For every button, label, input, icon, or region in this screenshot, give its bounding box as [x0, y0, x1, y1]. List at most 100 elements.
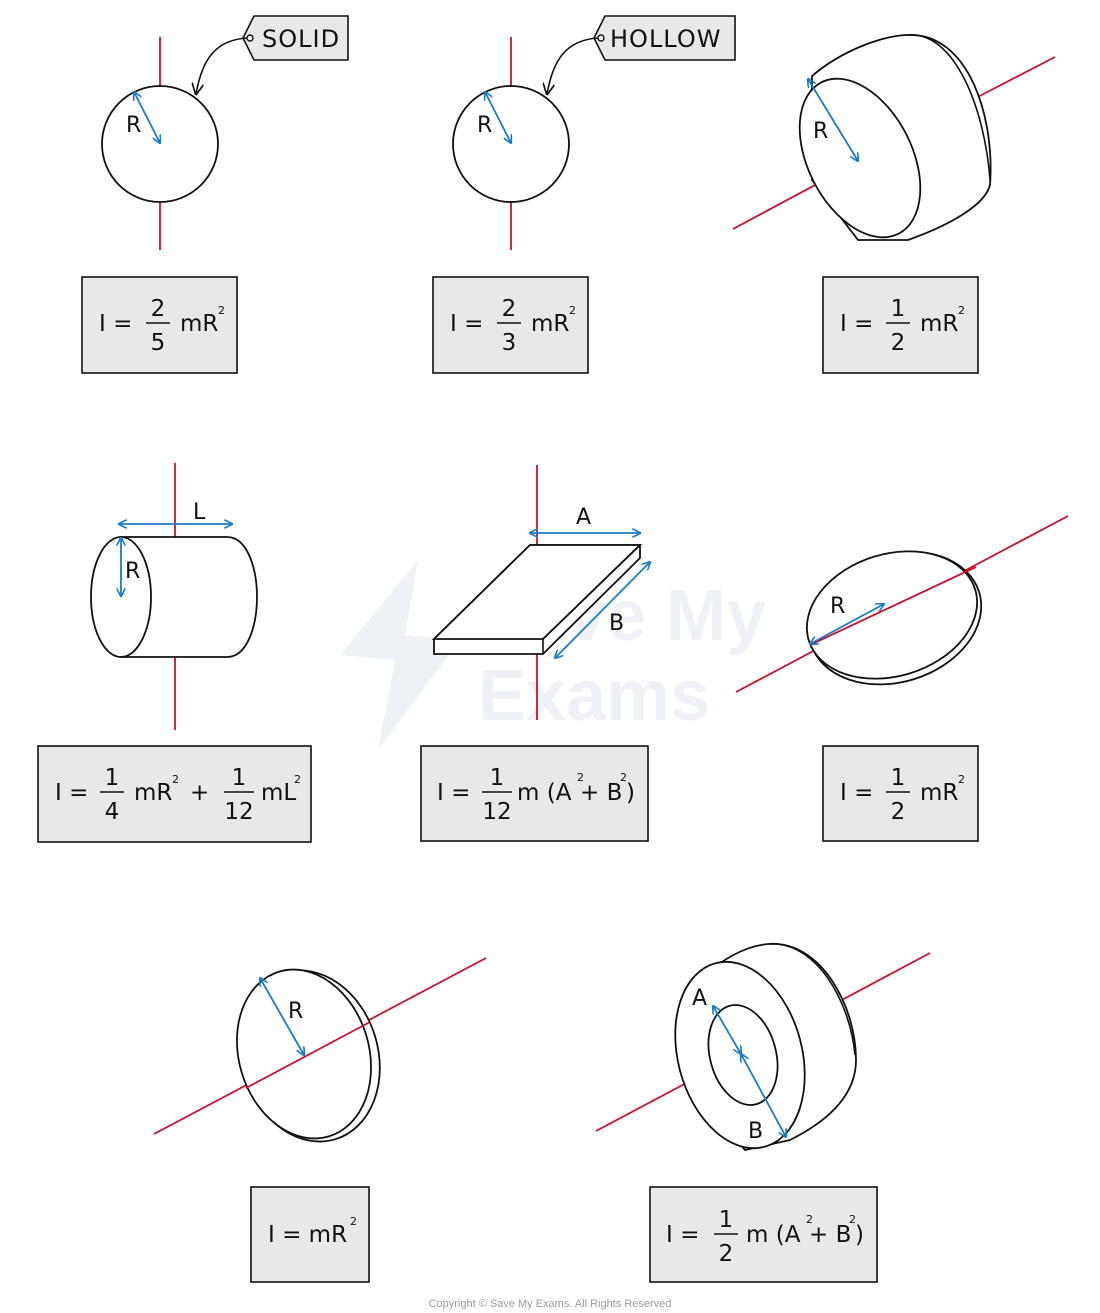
inner-radius-arrow: [713, 1006, 741, 1054]
hoop-figure: R: [153, 957, 487, 1143]
tag-hole-icon: [597, 34, 605, 42]
equation-term2: mL: [261, 780, 296, 806]
tag-pointer-arrow: [547, 37, 599, 94]
exponent: 2: [350, 1215, 357, 1228]
equation-tail-b: + B: [580, 780, 622, 806]
cylinder-end-face: [90, 536, 152, 658]
radius-label: R: [125, 559, 140, 584]
outer-radius-arrow: [741, 1054, 786, 1137]
tag-pointer-arrow: [196, 37, 248, 94]
equation-lhs: I =: [450, 311, 483, 337]
equation-box-thin-disc: I = 1 2 mR 2: [822, 745, 979, 842]
fraction-numerator: 1: [232, 765, 247, 791]
side-b-label: B: [609, 611, 624, 636]
equation-lhs: I =: [840, 311, 873, 337]
equation-tail-b: + B: [809, 1222, 851, 1248]
fraction-numerator: 2: [502, 296, 517, 322]
tag-hole-icon: [246, 34, 254, 42]
equation-box-annular-cylinder: I = 1 2 m (A 2 + B 2 ): [649, 1186, 878, 1283]
fraction-numerator: 1: [105, 765, 120, 791]
outer-radius-label: B: [748, 1119, 763, 1144]
inner-radius-label: A: [692, 986, 707, 1011]
solid-tag: [242, 15, 349, 61]
radius-label: R: [126, 113, 141, 138]
fraction-numerator: 1: [490, 765, 505, 791]
equation-tail-a: m (A: [746, 1222, 801, 1248]
exponent: 2: [958, 773, 965, 786]
radius-arrow: [810, 604, 884, 644]
cylinder-back-edge: [906, 34, 991, 181]
fraction-numerator: 1: [891, 765, 906, 791]
copyright-notice: Copyright © Save My Exams. All Rights Re…: [429, 1298, 672, 1310]
plus-sign: +: [190, 780, 209, 806]
fraction-denominator: 5: [151, 330, 166, 356]
equation-box-hoop: I = mR 2: [250, 1186, 370, 1283]
equation-lhs: I =: [437, 780, 470, 806]
radius-arrow: [260, 978, 304, 1055]
rotation-axis-through: [245, 1021, 371, 1089]
equation-lhs: I =: [840, 780, 873, 806]
radius-label: R: [477, 113, 492, 138]
cylinder-body: [120, 536, 258, 658]
disc-face: [806, 550, 978, 680]
equation-lhs: I =: [99, 311, 132, 337]
closing-paren: ): [626, 780, 635, 806]
fraction-denominator: 12: [482, 799, 511, 825]
solid-sphere-figure: R SOLID: [101, 15, 349, 250]
radius-label: R: [830, 594, 845, 619]
equation-box-solid-cylinder: I = 1 2 mR 2: [822, 276, 979, 374]
equation-lhs: I =: [55, 780, 88, 806]
exponent: 2: [218, 304, 225, 317]
fraction-denominator: 2: [891, 799, 906, 825]
equation-lhs: I = mR: [268, 1222, 347, 1248]
equation-tail: mR: [920, 780, 958, 806]
solid-tag-label: SOLID: [262, 25, 340, 53]
radius-label: R: [813, 119, 828, 144]
fraction-denominator: 2: [719, 1241, 734, 1267]
annular-cylinder-figure: A B: [595, 943, 931, 1151]
equation-tail-a: m (A: [517, 780, 572, 806]
equation-box-hollow-sphere: I = 2 3 mR 2: [432, 276, 589, 374]
equation-term1: mR: [134, 780, 172, 806]
side-a-label: A: [576, 505, 591, 530]
equation-box-solid-sphere: I = 2 5 mR 2: [81, 276, 238, 374]
equation-lhs: I =: [666, 1222, 699, 1248]
radius-label: R: [288, 999, 303, 1024]
rectangular-plate-figure: A B: [431, 465, 650, 720]
fraction-denominator: 4: [105, 799, 120, 825]
exponent: 2: [577, 771, 584, 784]
solid-sphere: [101, 85, 219, 203]
annulus-back-edge: [767, 943, 856, 1056]
cylinder-perpendicular-figure: L R: [90, 463, 258, 730]
length-label: L: [193, 500, 206, 525]
exponent: 2: [294, 773, 301, 786]
equation-box-rectangular-plate: I = 1 12 m (A 2 + B 2 ): [420, 745, 649, 842]
fraction-numerator: 1: [891, 296, 906, 322]
hollow-tag: [593, 15, 736, 61]
watermark-bolt-icon: [340, 560, 460, 750]
equation-tail: mR: [180, 311, 218, 337]
hollow-sphere: [452, 85, 570, 203]
fraction-numerator: 1: [719, 1207, 734, 1233]
exponent: 2: [806, 1213, 813, 1226]
exponent: 2: [620, 771, 627, 784]
radius-arrow: [485, 92, 511, 143]
thin-disc-figure: R: [735, 515, 1069, 693]
exponent: 2: [569, 304, 576, 317]
rotation-axis-front: [837, 952, 931, 1003]
side-b-arrow: [555, 562, 650, 658]
watermark-line2: Exams: [478, 656, 710, 736]
fraction-denominator: 12: [224, 799, 253, 825]
exponent: 2: [849, 1213, 856, 1226]
radius-arrow: [808, 79, 858, 161]
fraction-numerator: 2: [151, 296, 166, 322]
radius-arrow: [134, 92, 160, 143]
equation-box-cylinder-perpendicular: I = 1 4 mR 2 + 1 12 mL 2: [37, 745, 312, 843]
closing-paren: ): [855, 1222, 864, 1248]
exponent: 2: [172, 773, 179, 786]
equation-tail: mR: [920, 311, 958, 337]
fraction-denominator: 3: [502, 330, 517, 356]
hollow-tag-label: HOLLOW: [610, 25, 721, 53]
exponent: 2: [958, 304, 965, 317]
